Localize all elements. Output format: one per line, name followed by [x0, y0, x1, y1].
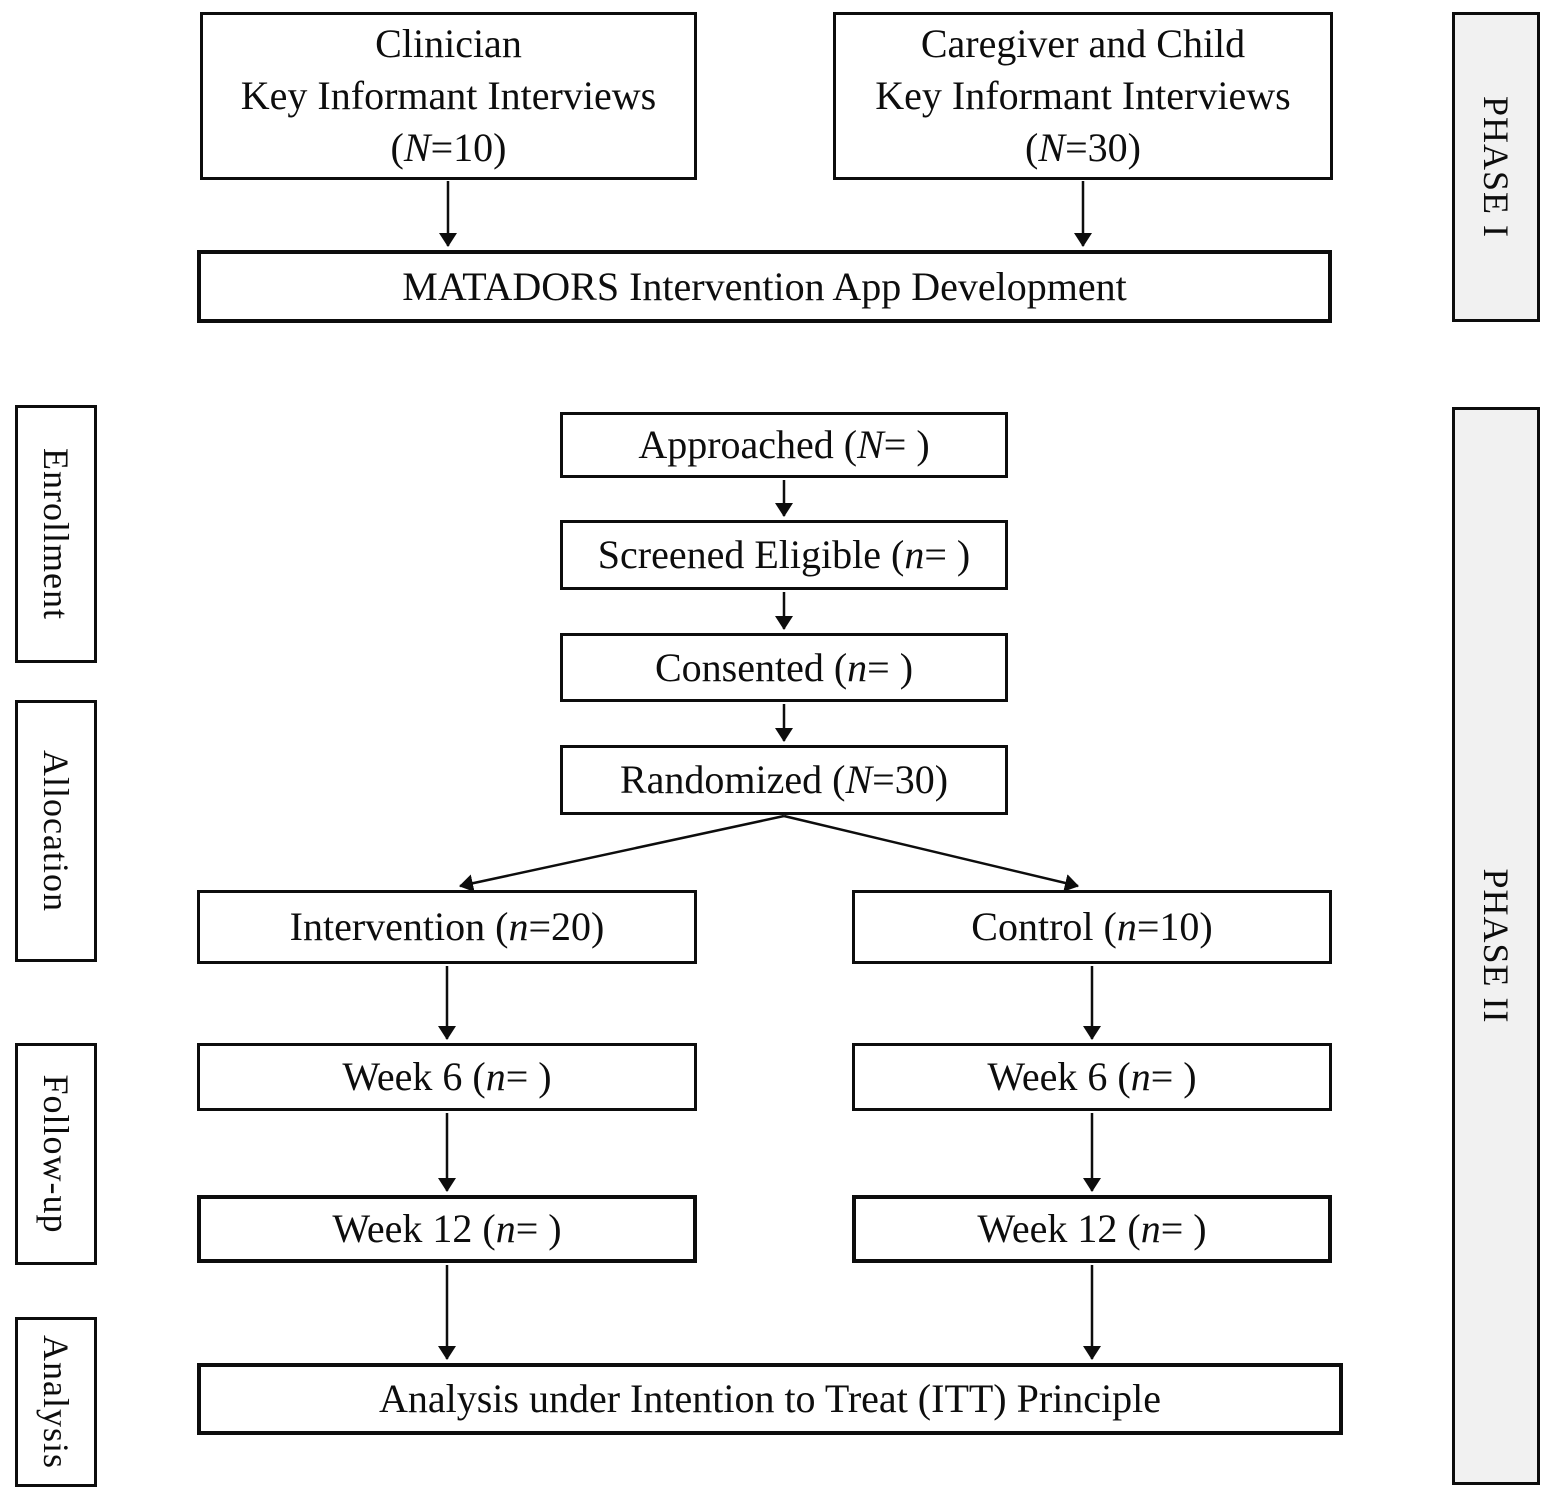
phase-1-label: PHASE I — [1476, 95, 1516, 239]
stage-analysis-label: Analysis — [36, 1335, 76, 1469]
consented-box: Consented (n= ) — [560, 633, 1008, 702]
stage-followup-box: Follow-up — [15, 1043, 97, 1265]
control-arm-box: Control (n=10) — [852, 890, 1332, 964]
arrow-randomized-to-intervention — [459, 814, 785, 893]
matadors-app-development-label: MATADORS Intervention App Development — [402, 263, 1127, 309]
stage-followup-label: Follow-up — [36, 1074, 76, 1234]
clinician-interviews-line1: Clinician — [375, 21, 522, 66]
matadors-app-development-box: MATADORS Intervention App Development — [197, 250, 1332, 323]
intervention-arm-box: Intervention (n=20) — [197, 890, 697, 964]
caregiver-child-interviews-line1: Caregiver and Child — [920, 21, 1246, 66]
stage-allocation-label: Allocation — [36, 750, 76, 912]
stage-analysis-box: Analysis — [15, 1317, 97, 1487]
stage-allocation-box: Allocation — [15, 700, 97, 962]
stage-enrollment-box: Enrollment — [15, 405, 97, 663]
itt-analysis-label: Analysis under Intention to Treat (ITT) … — [378, 1376, 1162, 1421]
caregiver-child-interviews-sample-size: (N=30) — [1025, 125, 1141, 170]
itt-analysis-box: Analysis under Intention to Treat (ITT) … — [197, 1363, 1343, 1435]
phase-2-band: PHASE II — [1452, 407, 1540, 1485]
phase-2-label: PHASE II — [1476, 868, 1516, 1024]
week6-intervention-box: Week 6 (n= ) — [197, 1043, 697, 1111]
screened-eligible-box: Screened Eligible (n= ) — [560, 520, 1008, 590]
phase-1-band: PHASE I — [1452, 12, 1540, 322]
caregiver-child-interviews-line2: Key Informant Interviews — [875, 73, 1291, 118]
clinician-interviews-sample-size: (N=10) — [390, 125, 507, 170]
week12-control-box: Week 12 (n= ) — [852, 1195, 1332, 1263]
arrow-randomized-to-control — [783, 814, 1079, 892]
clinician-interviews-box: Clinician Key Informant Interviews (N=10… — [200, 12, 697, 180]
stage-enrollment-label: Enrollment — [36, 448, 76, 620]
caregiver-child-interviews-box: Caregiver and Child Key Informant Interv… — [833, 12, 1333, 180]
clinician-interviews-line2: Key Informant Interviews — [240, 73, 657, 118]
randomized-box: Randomized (N=30) — [560, 745, 1008, 815]
week6-control-box: Week 6 (n= ) — [852, 1043, 1332, 1111]
approached-box: Approached (N= ) — [560, 412, 1008, 478]
week12-intervention-box: Week 12 (n= ) — [197, 1195, 697, 1263]
